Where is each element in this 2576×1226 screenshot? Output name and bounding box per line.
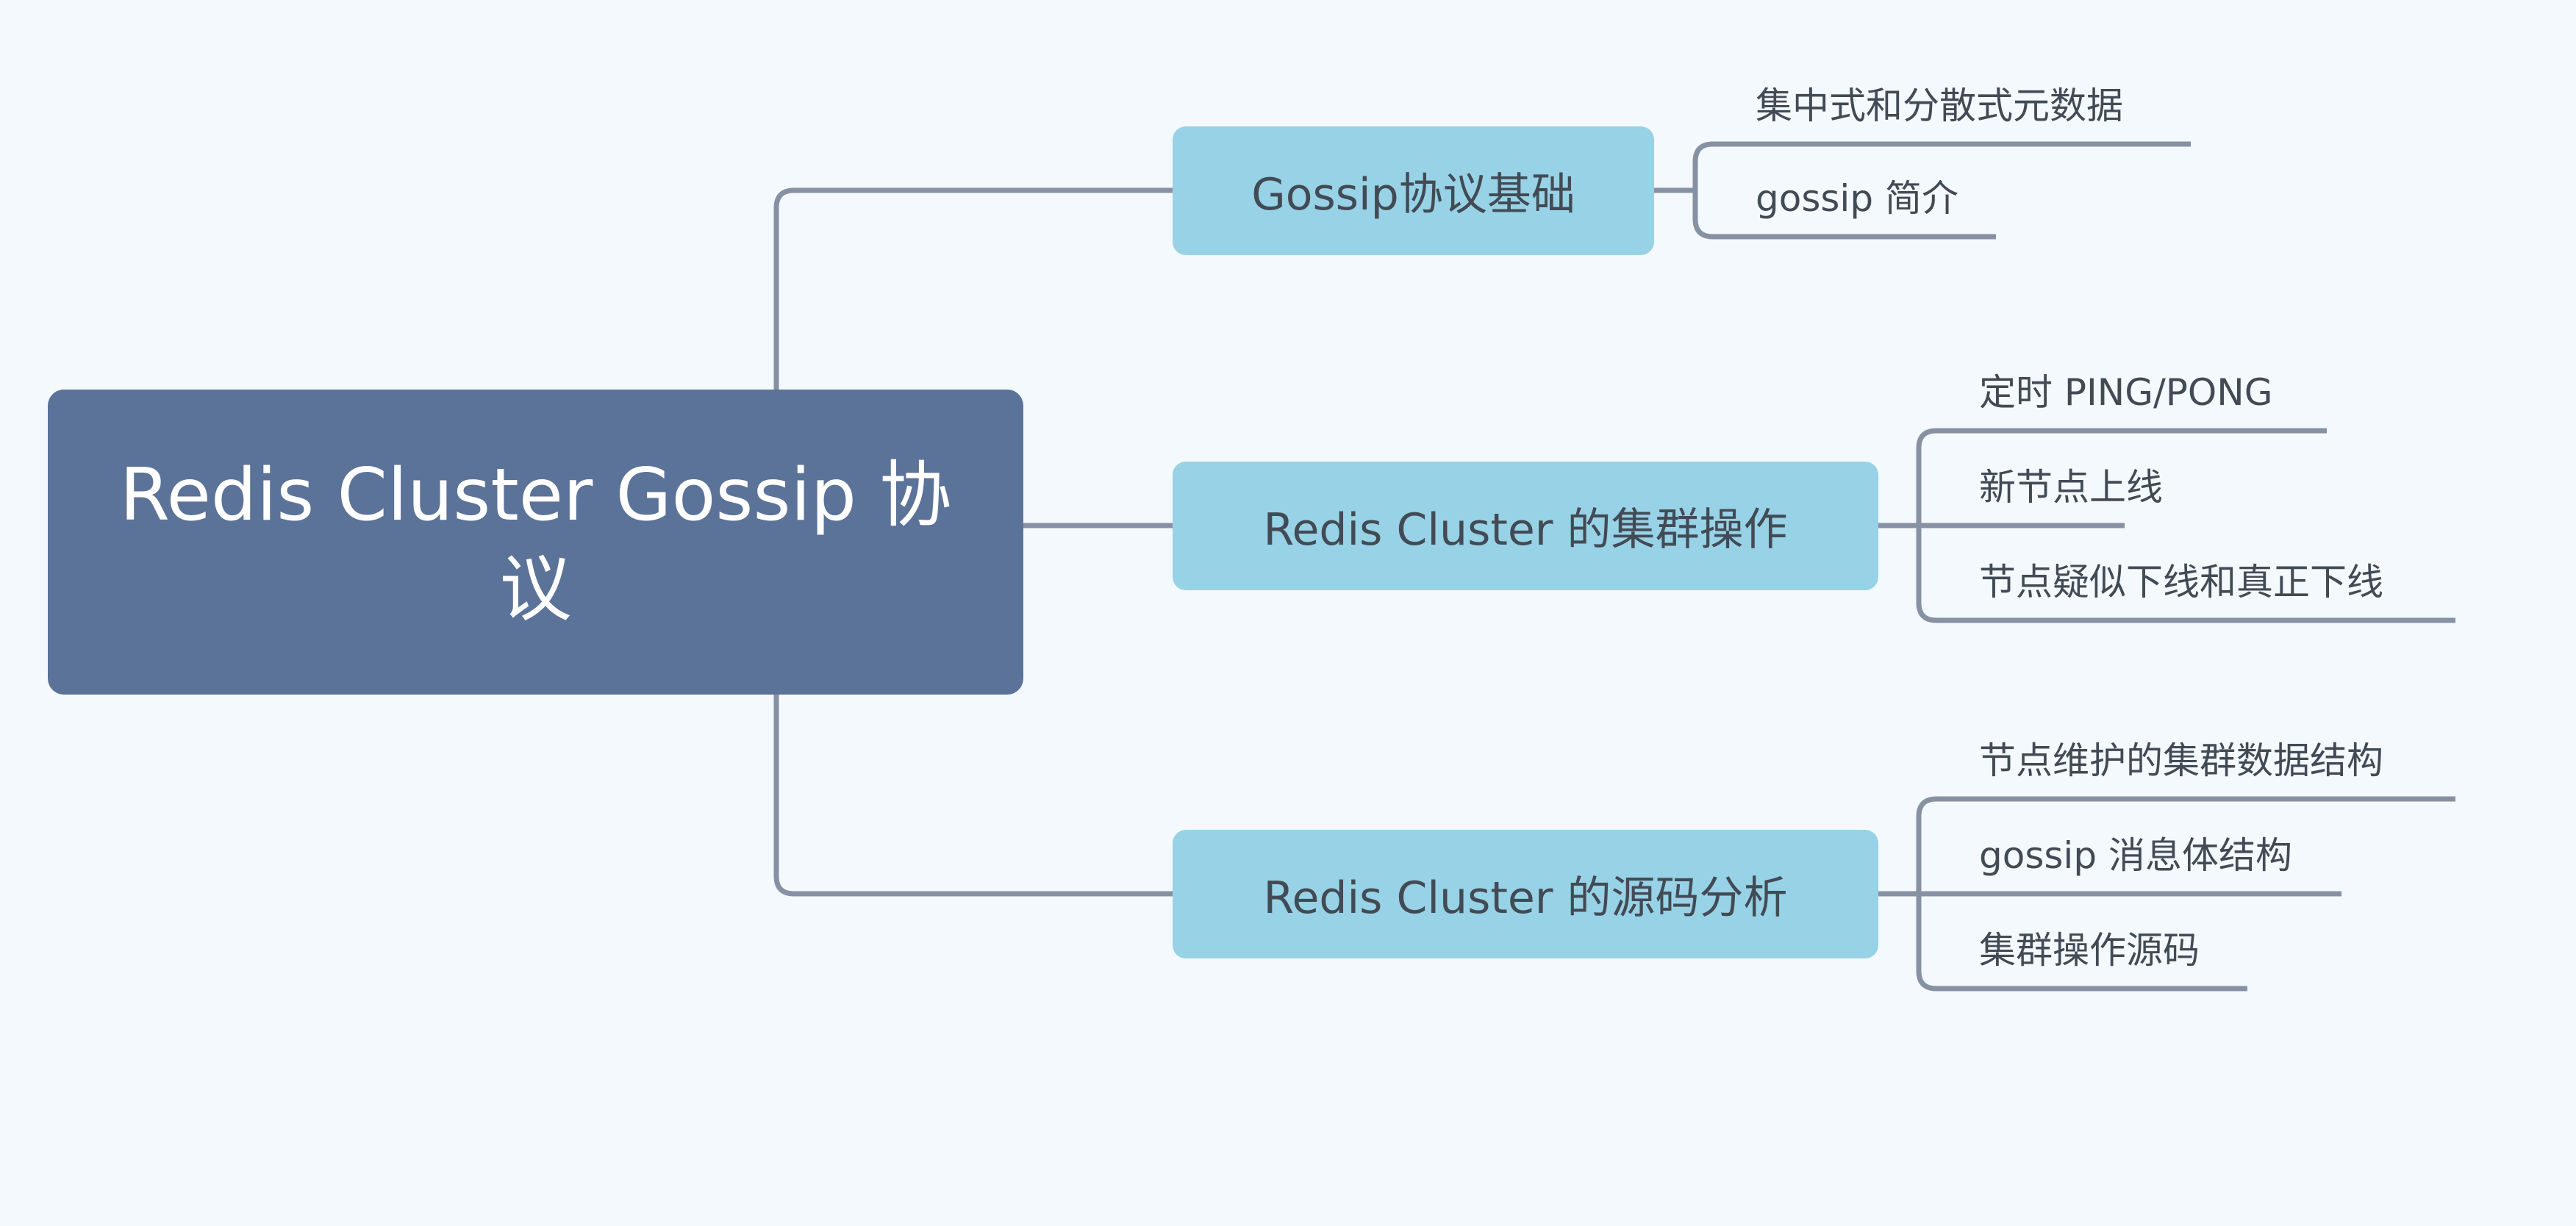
leaf-topic-label: 集群操作源码 [1979, 929, 2200, 972]
connector-branch-2-leaf-1 [1916, 428, 2327, 526]
leaf-topic[interactable]: 集中式和分散式元数据 [1756, 76, 2123, 129]
leaf-topic-label: 节点维护的集群数据结构 [1979, 739, 2383, 782]
connector-branch-3-leaf-3 [1916, 894, 2247, 992]
leaf-topic[interactable]: 定时 PING/PONG [1979, 363, 2272, 416]
leaf-topic-label: gossip 消息体结构 [1979, 834, 2292, 877]
root-topic[interactable]: Redis Cluster Gossip 协议 [48, 390, 1023, 695]
leaf-topic-label: gossip 简介 [1756, 177, 1958, 220]
leaf-topic-label: 定时 PING/PONG [1979, 371, 2273, 414]
leaf-topic-label: 新节点上线 [1979, 466, 2163, 509]
connector-branch-1-leaf-1 [1692, 141, 2191, 190]
leaf-topic[interactable]: gossip 简介 [1756, 169, 1958, 222]
leaf-topic[interactable]: 集群操作源码 [1979, 921, 2200, 974]
leaf-topic-label: 节点疑似下线和真正下线 [1979, 561, 2383, 603]
connector-branch-2-leaf-3 [1916, 526, 2455, 623]
connector-branch-1-leaf-2 [1692, 190, 1996, 240]
branch-topic-gossip-basics[interactable]: Gossip协议基础 [1173, 126, 1654, 255]
branch-topic-source-analysis[interactable]: Redis Cluster 的源码分析 [1173, 830, 1878, 958]
root-topic-label: Redis Cluster Gossip 协议 [119, 453, 952, 631]
branch-topic-label: Gossip协议基础 [1251, 169, 1575, 221]
branch-topic-label: Redis Cluster 的源码分析 [1263, 872, 1788, 924]
connector-root-branch-3 [773, 695, 1173, 897]
leaf-topic-label: 集中式和分散式元数据 [1756, 85, 2123, 127]
leaf-topic[interactable]: gossip 消息体结构 [1979, 826, 2292, 879]
leaf-topic[interactable]: 节点疑似下线和真正下线 [1979, 553, 2383, 606]
leaf-topic[interactable]: 节点维护的集群数据结构 [1979, 731, 2383, 784]
connector-branch-3-leaf-1 [1916, 796, 2455, 894]
connector-root-branch-1 [773, 187, 1173, 390]
leaf-topic[interactable]: 新节点上线 [1979, 458, 2163, 511]
branch-topic-cluster-operations[interactable]: Redis Cluster 的集群操作 [1173, 462, 1878, 590]
branch-topic-label: Redis Cluster 的集群操作 [1263, 504, 1788, 556]
